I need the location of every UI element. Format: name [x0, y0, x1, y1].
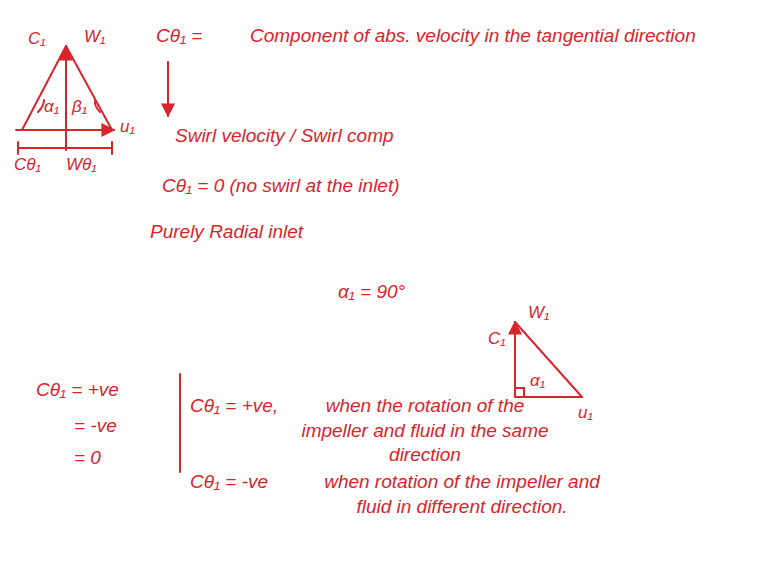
- component-label: Wθ₁: [66, 154, 97, 176]
- note-text: Purely Radial inlet: [150, 220, 303, 245]
- w1-side: [515, 322, 582, 397]
- angle-label: α₁: [44, 96, 59, 118]
- angle-label: α₁: [530, 370, 545, 392]
- u1-vector: [16, 129, 114, 131]
- vector-label: C₁: [28, 28, 46, 50]
- equation-text: Cθ₁ = +ve: [36, 378, 119, 403]
- down-arrow: [167, 62, 169, 116]
- vector-label: u₁: [578, 402, 593, 424]
- vector-label: W₁: [528, 302, 549, 324]
- note-text: when rotation of the impeller and fluid …: [312, 470, 612, 519]
- equation-text: = 0: [74, 446, 101, 471]
- u1-side: [515, 396, 582, 398]
- dimension-tick: [17, 142, 19, 154]
- definition-text: Component of abs. velocity in the tangen…: [250, 24, 750, 49]
- equation-text: Cθ₁ =: [156, 24, 202, 49]
- w1-side: [66, 46, 112, 130]
- equation-text: Cθ₁ = +ve,: [190, 394, 278, 419]
- dimension-line: [18, 147, 112, 149]
- equation-text: Cθ₁ = 0 (no swirl at the inlet): [162, 174, 400, 199]
- note-text: Swirl velocity / Swirl comp: [175, 124, 394, 149]
- angle-label: β₁: [72, 96, 87, 118]
- vector-label: C₁: [488, 328, 506, 350]
- equation-text: Cθ₁ = -ve: [190, 470, 268, 495]
- equation-text: α₁ = 90°: [338, 280, 405, 305]
- vector-label: u₁: [120, 116, 135, 138]
- equation-text: = -ve: [74, 414, 117, 439]
- angle-arc: [38, 100, 44, 112]
- c1-vector: [514, 322, 516, 397]
- angle-arc: [95, 100, 100, 112]
- note-text: when the rotation of the impeller and fl…: [300, 394, 550, 468]
- c1-vector: [65, 48, 67, 130]
- bracket-bar: [179, 374, 181, 472]
- dimension-tick: [111, 142, 113, 154]
- component-label: Cθ₁: [14, 154, 41, 176]
- c1-side: [22, 46, 66, 130]
- vector-label: W₁: [84, 26, 105, 48]
